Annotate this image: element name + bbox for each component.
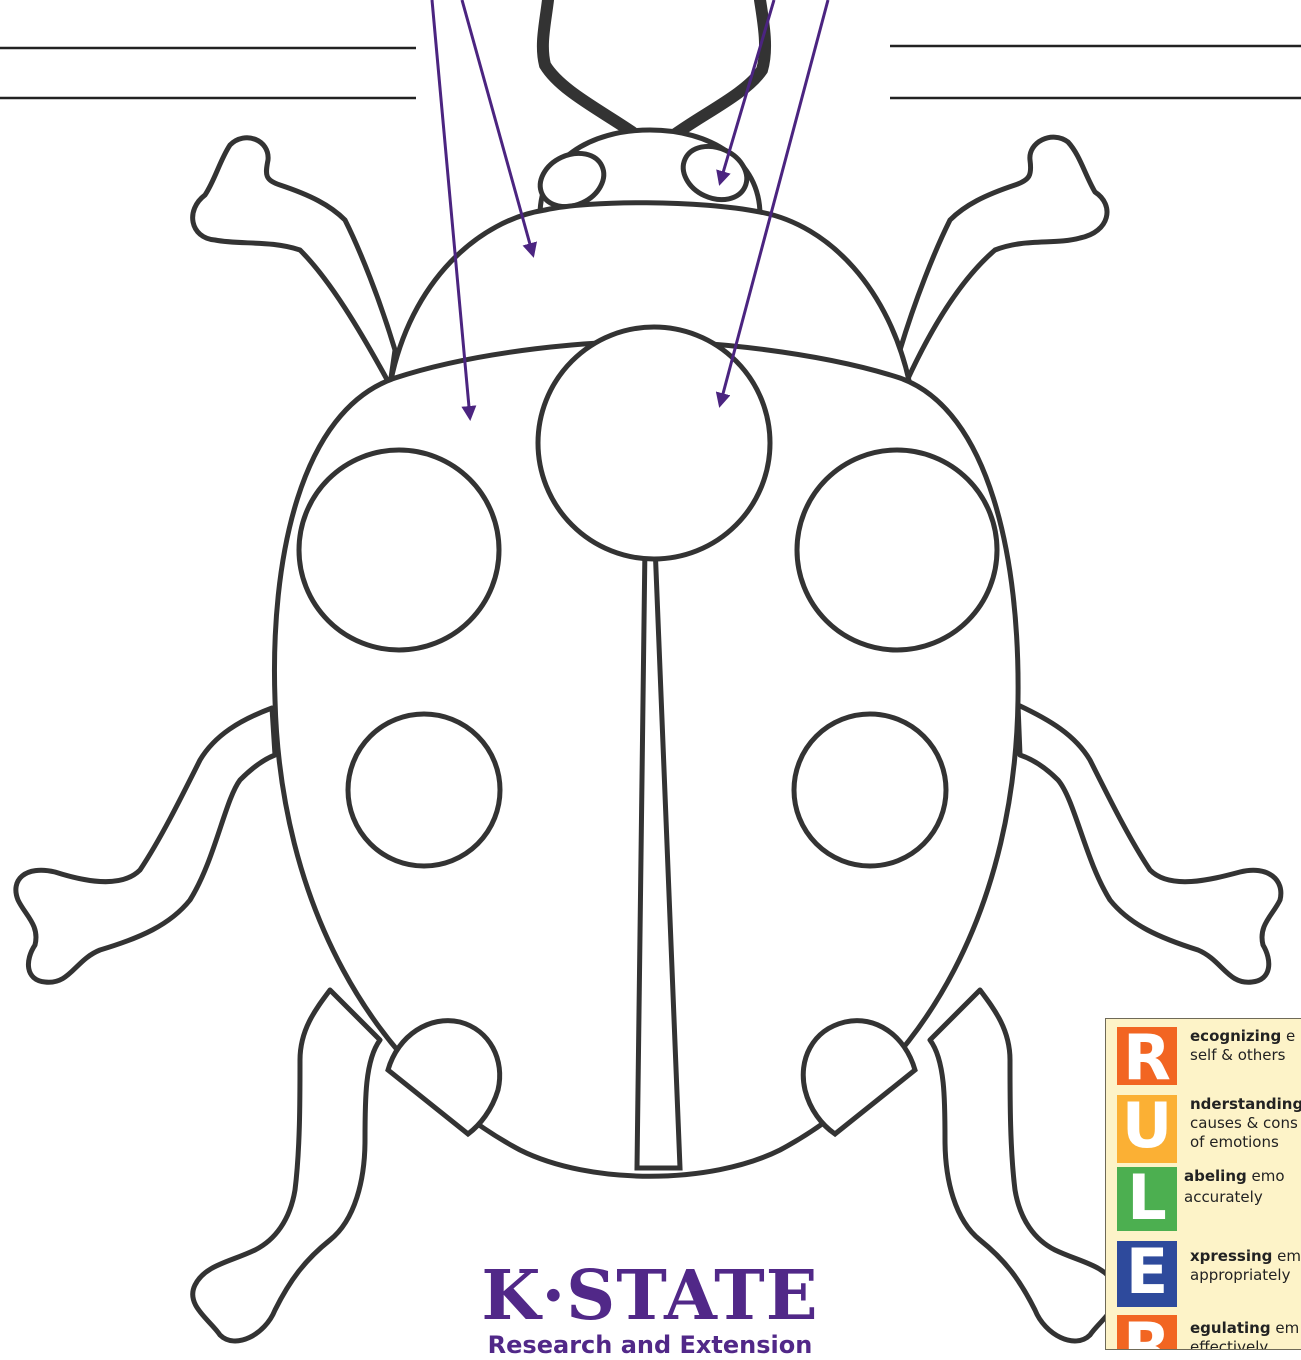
leg-upper-left xyxy=(193,138,395,385)
logo-subtitle: Research and Extension xyxy=(470,1330,830,1360)
leg-lower-right xyxy=(930,990,1117,1341)
spot-left-3 xyxy=(388,1021,500,1134)
leg-mid-left xyxy=(16,708,275,982)
ruler-rest: em xyxy=(1272,1247,1301,1265)
answer-lines xyxy=(0,46,1301,98)
antenna-right xyxy=(670,0,765,138)
ruler-text-line2: accurately xyxy=(1184,1188,1263,1207)
ruler-text-line1: xpressing em xyxy=(1190,1247,1301,1266)
ruler-rest: e xyxy=(1281,1027,1295,1045)
ruler-row-expressing: E xpressing em appropriately xyxy=(1106,1237,1301,1309)
leg-lower-left xyxy=(193,990,380,1341)
spot-left-1 xyxy=(299,450,499,650)
ruler-text-line1: abeling emo xyxy=(1184,1167,1285,1186)
arrow-to-thorax xyxy=(462,0,533,255)
spot-left-2 xyxy=(348,714,500,866)
ruler-text-line2: self & others xyxy=(1190,1046,1286,1065)
ruler-letter-r: R xyxy=(1117,1027,1177,1085)
ruler-text-line1: nderstanding xyxy=(1190,1095,1301,1114)
ruler-bold: abeling xyxy=(1184,1167,1247,1185)
ruler-row-understanding: U nderstanding causes & cons of emotions xyxy=(1106,1093,1301,1165)
ruler-rest: emo xyxy=(1247,1167,1285,1185)
leg-mid-right xyxy=(1018,705,1281,982)
antennae xyxy=(543,0,765,138)
ruler-row-labeling: L abeling emo accurately xyxy=(1106,1167,1301,1233)
ruler-text-line3: of emotions xyxy=(1190,1133,1279,1152)
ruler-bold: egulating xyxy=(1190,1319,1271,1337)
ruler-row-recognizing: R ecognizing e self & others xyxy=(1106,1023,1301,1085)
ruler-text-line2: effectively xyxy=(1190,1338,1268,1350)
leg-upper-right xyxy=(900,137,1107,385)
kstate-logo: K·STATE Research and Extension xyxy=(470,1262,830,1360)
logo-wordmark: K·STATE xyxy=(470,1262,830,1330)
spot-right-3 xyxy=(803,1021,915,1134)
body xyxy=(274,130,1018,1176)
ruler-text-line2: appropriately xyxy=(1190,1266,1290,1285)
ruler-bold: nderstanding xyxy=(1190,1095,1301,1113)
ruler-bold: xpressing xyxy=(1190,1247,1272,1265)
ruler-text-line2: causes & cons xyxy=(1190,1114,1298,1133)
ruler-letter-u: U xyxy=(1117,1095,1177,1163)
spot-right-2 xyxy=(794,714,946,866)
ruler-bold: ecognizing xyxy=(1190,1027,1281,1045)
antenna-left xyxy=(543,0,632,132)
spot-right-1 xyxy=(797,450,997,650)
spot-top-center xyxy=(538,327,770,559)
ruler-rest: em xyxy=(1271,1319,1300,1337)
ruler-letter-r2: R xyxy=(1117,1315,1177,1350)
ruler-text-line1: ecognizing e xyxy=(1190,1027,1295,1046)
arrow-to-right-eye xyxy=(720,0,774,183)
ruler-panel: R ecognizing e self & others U nderstand… xyxy=(1105,1018,1301,1350)
ruler-letter-e: E xyxy=(1117,1241,1177,1307)
ruler-row-regulating: R egulating em effectively xyxy=(1106,1313,1301,1350)
ruler-text-line1: egulating em xyxy=(1190,1319,1299,1338)
ruler-letter-l: L xyxy=(1117,1167,1177,1231)
